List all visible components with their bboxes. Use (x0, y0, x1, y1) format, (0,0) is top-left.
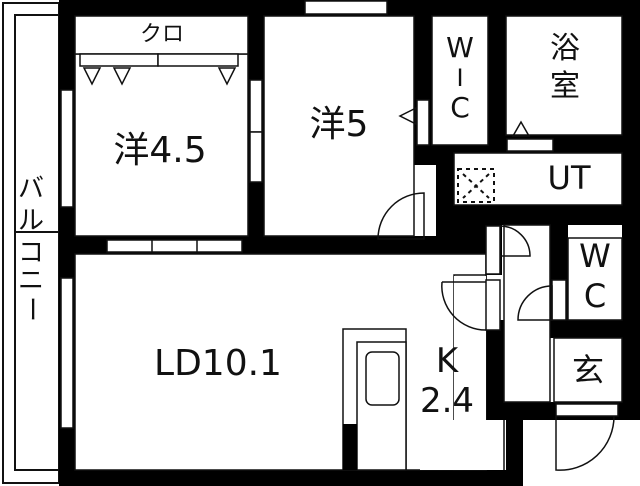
kitchen-line2: 2.4 (419, 381, 475, 421)
window-left-ld (60, 277, 74, 429)
floor-western-room-1 (74, 53, 249, 237)
wic-char: C (450, 91, 470, 124)
sliding-panel (249, 131, 263, 183)
room-label-bathroom: 浴 室 (540, 34, 590, 102)
wall-bottom-right (420, 470, 523, 486)
room-label-kitchen: K 2.4 (412, 344, 482, 418)
door-swings (377, 192, 619, 471)
closet-door-right (157, 53, 239, 67)
wall-bottom (59, 470, 425, 486)
bathroom-char: 浴 (550, 31, 580, 66)
toilet-char: W (579, 237, 611, 275)
wall-wic-bath (488, 0, 506, 165)
closet-sliding-doors (79, 53, 239, 67)
room-label-entrance: 玄 (571, 351, 604, 389)
counter-wall-stub (343, 424, 357, 470)
door-swing-entrance (555, 415, 615, 471)
washer-pan-outline (457, 168, 495, 203)
room-label-toilet: W C (570, 240, 620, 312)
window-left-bedroom (60, 89, 74, 208)
triangle-markers (82, 67, 531, 137)
kitchen-line1: K (435, 341, 459, 381)
bedroom-sliding-door (249, 79, 263, 183)
door-swing-bedroom-2 (377, 192, 425, 240)
triangle-icon (511, 120, 531, 137)
room-label-western-room-1: 洋4.5 (113, 130, 207, 171)
balcony-char: コ (17, 238, 44, 268)
door-swing-storage (499, 225, 531, 257)
triangle-icon (217, 67, 237, 86)
triangle-icon (112, 67, 132, 86)
floor-utility (453, 152, 623, 206)
floor-closet (74, 15, 249, 55)
sliding-panel (249, 79, 263, 133)
window-bedroom-ld (106, 239, 243, 253)
floor-western-room-2 (263, 15, 415, 237)
room-label-western-room-2: 洋5 (309, 104, 369, 145)
wic-char: W (446, 31, 474, 64)
room-label-balcony: バ ル コ ニ ー (16, 176, 46, 322)
balcony-char: ル (17, 206, 44, 236)
balcony-char: ニ (17, 266, 44, 296)
balcony-char: ー (15, 295, 46, 323)
kitchen-counter (342, 328, 407, 471)
balcony-inner-outline-bottom (14, 231, 59, 471)
sink-icon (365, 351, 400, 406)
door-swing-wc (517, 285, 553, 321)
wc-door (551, 279, 567, 321)
room-label-closet: クロ (139, 22, 184, 47)
entrance-door-frame (555, 403, 619, 417)
wall-wc-bottom (550, 320, 640, 338)
door-swing-kitchen (441, 281, 487, 331)
floor-bathroom (505, 15, 623, 136)
triangle-icon (398, 106, 417, 126)
wall-kitchen-corner (505, 420, 523, 486)
washer-pan-diagonal (462, 173, 490, 199)
toilet-char: C (583, 277, 607, 315)
wic-door (416, 99, 430, 146)
floor-entrance (553, 337, 623, 403)
window-top (304, 0, 388, 15)
bathroom-char: 室 (550, 69, 580, 104)
storage-door (485, 225, 501, 275)
room-floors (74, 15, 623, 471)
washer-pan (457, 168, 495, 203)
room-label-utility: UT (547, 159, 591, 197)
kitchen-lower-floor (420, 420, 506, 470)
balcony-char: バ (17, 174, 44, 204)
room-label-wic: W I C (438, 34, 482, 122)
floor-wic (431, 15, 489, 146)
windows (60, 0, 388, 429)
floor-toilet (567, 237, 623, 321)
floor-corridor (503, 224, 551, 403)
room-label-living-dining: LD10.1 (154, 343, 282, 384)
closet-door-left (79, 53, 159, 67)
kitchen-door (485, 279, 501, 331)
floor-living-dining (74, 253, 487, 471)
wic-char: I (456, 64, 464, 92)
triangle-icon (82, 67, 102, 86)
bath-door (506, 138, 554, 152)
